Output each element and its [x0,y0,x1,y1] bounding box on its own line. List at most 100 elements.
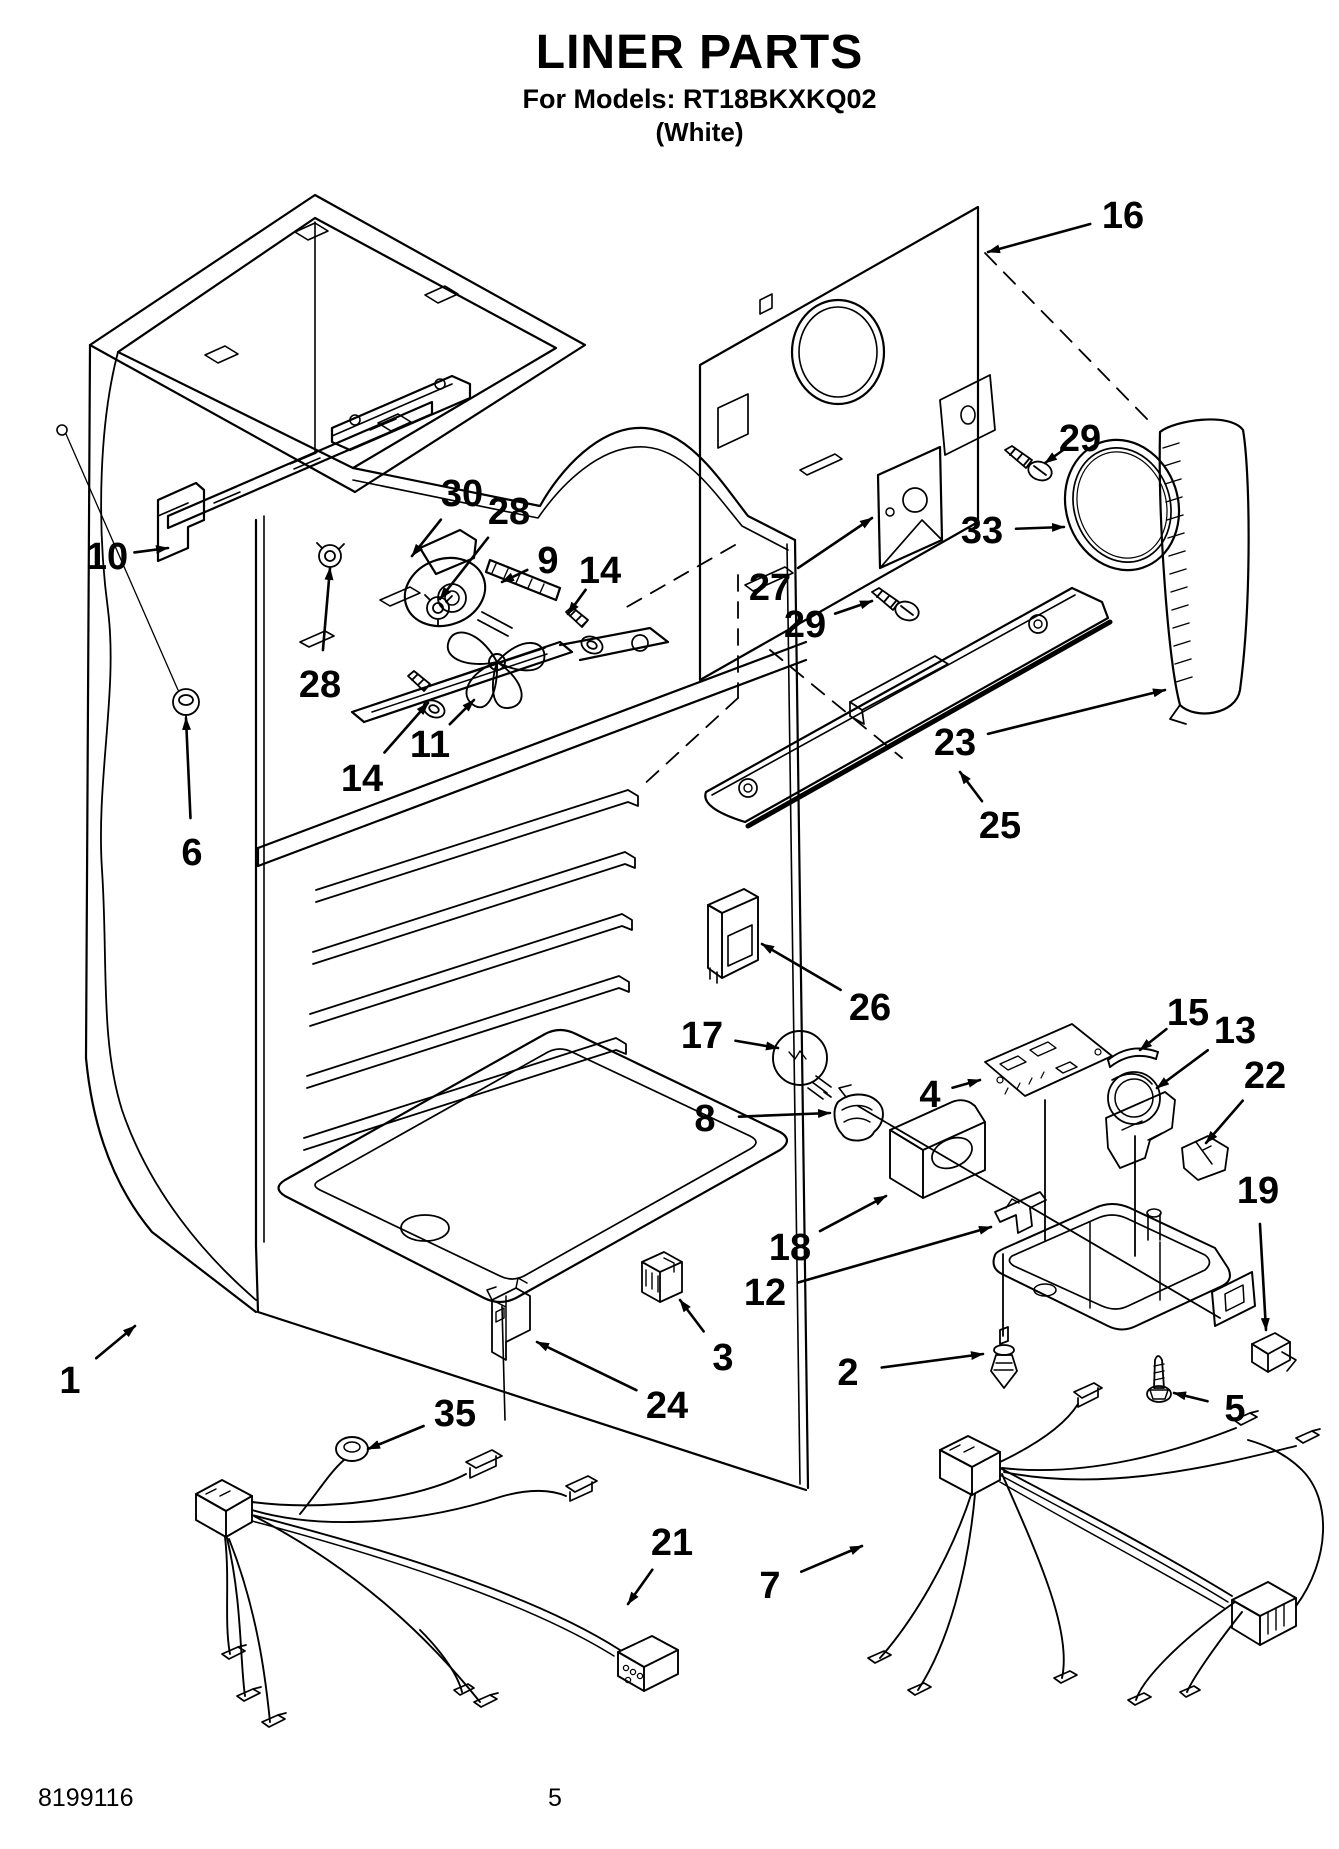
callout-arrow [94,1324,137,1360]
callout-16: 16 [986,195,1144,254]
callout-27: 27 [749,516,874,609]
callout-label: 11 [410,724,450,766]
callout-label: 1 [59,1360,80,1402]
callout-label: 16 [1102,195,1144,237]
callout-label: 4 [919,1074,940,1116]
callout-arrow [133,545,170,555]
callout-label: 35 [434,1393,476,1435]
callout-arrow [678,1298,705,1333]
callout-arrow [410,518,443,558]
callout-arrow [383,701,430,754]
callout-arrow [1014,522,1066,532]
motor-grommets [316,542,453,627]
callout-arrow [734,1039,780,1051]
callout-arrow [986,222,1092,254]
page-number: 5 [548,1784,562,1812]
callout-5: 5 [1172,1388,1246,1430]
thermostat [1105,1071,1176,1169]
callout-1: 1 [59,1324,137,1402]
callout-label: 18 [769,1227,811,1269]
callout-7: 7 [759,1544,864,1607]
callout-33: 33 [961,510,1066,552]
callout-arrow [1172,1391,1209,1403]
light-bulb [772,1030,832,1100]
callout-29: 29 [784,599,874,646]
callout-arrow [366,1424,425,1451]
callout-arrow [951,1078,982,1089]
callout-label: 7 [759,1565,780,1607]
callout-label: 22 [1244,1055,1286,1097]
control-board [984,1023,1113,1097]
callout-2: 2 [837,1351,985,1394]
assembly-dashed-line [617,544,736,613]
assembly-leader-line [857,1105,1221,1319]
callout-10: 10 [86,536,170,578]
callout-25: 25 [958,770,1021,847]
callout-arrow [796,1225,993,1284]
callout-9: 9 [500,540,559,584]
callout-arrow [500,568,529,584]
callout-arrow [438,536,490,601]
callout-label: 9 [537,540,558,582]
clip-19 [1251,1332,1297,1373]
callout-22: 22 [1204,1055,1286,1145]
callout-label: 23 [934,722,976,764]
wiring-harness-right [867,1382,1325,1706]
screw-5 [1146,1355,1172,1403]
callout-arrow [958,770,984,803]
callout-29: 29 [1043,418,1101,465]
callout-label: 28 [299,664,341,706]
duct-gasket [1063,438,1181,572]
callout-label: 14 [341,758,383,800]
callout-21: 21 [626,1522,693,1606]
callout-label: 10 [86,536,128,578]
callout-label: 8 [694,1098,715,1140]
callout-arrow [566,588,587,616]
callout-14: 14 [341,701,430,800]
top-mounting-rail [156,374,472,563]
document-number: 8199116 [38,1784,134,1812]
callout-arrow [818,1194,888,1233]
callout-label: 2 [837,1352,858,1394]
callout-label: 13 [1214,1010,1256,1052]
callout-3: 3 [678,1298,734,1379]
callout-label: 29 [784,604,826,646]
callout-arrow [626,1568,654,1606]
callout-label: 27 [749,567,791,609]
callout-arrow [986,688,1167,736]
shelf-rails [303,789,639,1151]
callout-label: 30 [441,473,483,515]
callout-label: 33 [961,510,1003,552]
assembly-dashed-line [769,649,903,759]
callout-label: 19 [1237,1170,1279,1212]
callout-arrow [321,566,334,652]
wire-clip-15 [1107,1047,1159,1068]
callout-4: 4 [919,1074,982,1116]
wiring-harness-left [195,1436,679,1728]
callout-arrow [1155,1048,1210,1090]
callout-30: 30 [410,473,483,558]
fuse-block [641,1251,683,1303]
drain-pan [992,1203,1256,1331]
callout-28: 28 [299,566,341,706]
liner-cabinet [56,193,810,1492]
callout-arrow [1258,1222,1270,1332]
assembly-lines [617,252,1221,1337]
callout-arrow [1138,1027,1168,1052]
callout-arrow [737,1108,832,1118]
callout-14: 14 [566,550,621,616]
callout-label: 14 [579,550,621,592]
screw-29-lower [871,587,920,622]
bulb-socket [833,1084,884,1142]
callout-arrow [535,1340,638,1392]
callout-arrow [800,1544,864,1574]
callout-18: 18 [769,1194,888,1269]
light-shield [889,1099,986,1199]
callout-label: 12 [744,1272,786,1314]
callout-26: 26 [760,942,891,1029]
callout-19: 19 [1237,1170,1279,1332]
callout-12: 12 [744,1225,993,1314]
